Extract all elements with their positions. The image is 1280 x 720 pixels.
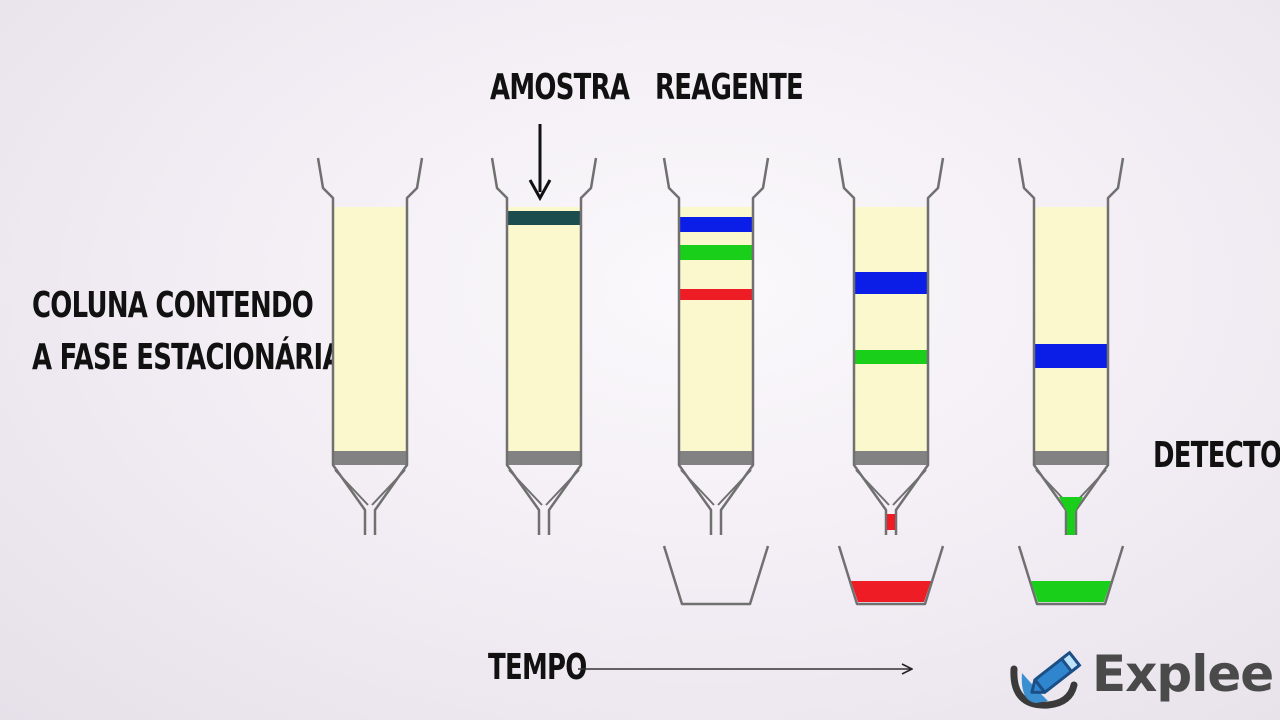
eluate-drip <box>887 514 895 530</box>
frit <box>854 451 928 465</box>
logo-text: Explee <box>1092 645 1274 703</box>
collected-eluate <box>851 581 931 602</box>
frit <box>333 451 407 465</box>
frit <box>1034 451 1108 465</box>
column-wall <box>1017 157 1125 535</box>
column-4 <box>837 157 945 606</box>
label-reagente: REAGENTE <box>655 67 804 108</box>
funnel-inner <box>680 469 752 506</box>
frit <box>507 451 581 465</box>
sample-arrow <box>528 124 552 202</box>
column-wall <box>316 157 424 535</box>
label-coluna-line1: COLUNA CONTENDO <box>32 285 314 326</box>
label-detector: DETECTOR <box>1153 435 1280 476</box>
band-blue <box>854 272 928 294</box>
band-blue <box>1034 344 1108 368</box>
stationary-phase <box>1034 207 1108 451</box>
funnel-inner <box>508 469 580 506</box>
pencil-brush-icon <box>1010 650 1082 709</box>
collection-vessel <box>1017 545 1125 606</box>
frit <box>679 451 753 465</box>
logo-trademark: ™ <box>1254 665 1262 674</box>
collection-vessel <box>837 545 945 606</box>
explee-logo: Explee ™ <box>1008 645 1274 715</box>
column-wall <box>662 157 770 535</box>
funnel-inner <box>334 469 406 506</box>
band-sample <box>507 211 581 225</box>
band-red <box>679 289 753 300</box>
band-green <box>854 350 928 364</box>
column-5 <box>1017 157 1125 606</box>
vessel-outline <box>837 545 945 606</box>
vessel-outline <box>1017 545 1125 606</box>
column-wall <box>490 157 598 535</box>
funnel-inner <box>855 469 927 506</box>
column-2 <box>490 157 598 535</box>
label-amostra: AMOSTRA <box>490 67 630 108</box>
band-green <box>679 245 753 260</box>
stationary-phase <box>679 207 753 451</box>
collection-vessel <box>662 545 770 606</box>
vessel-outline <box>662 545 770 606</box>
column-1 <box>316 157 424 535</box>
label-coluna-line2: A FASE ESTACIONÁRIA <box>32 337 343 378</box>
stationary-phase <box>507 207 581 451</box>
stationary-phase <box>333 207 407 451</box>
column-wall <box>837 157 945 535</box>
eluate-drip <box>1059 497 1083 535</box>
label-tempo: TEMPO <box>488 647 587 688</box>
band-blue <box>679 217 753 232</box>
columns-layer <box>316 157 1125 606</box>
stationary-phase <box>854 207 928 451</box>
column-3 <box>662 157 770 606</box>
collected-eluate <box>1031 581 1111 602</box>
